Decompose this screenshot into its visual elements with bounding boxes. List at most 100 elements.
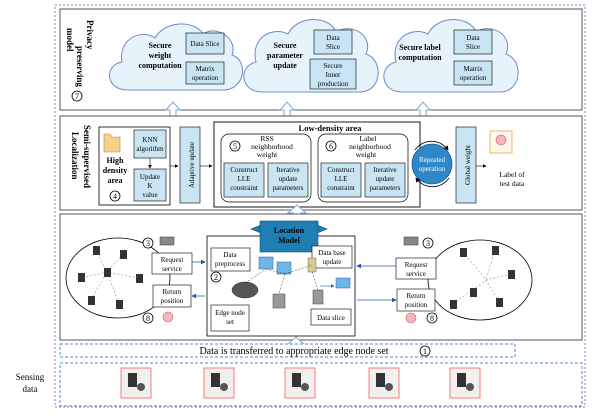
- rss-construct-box: [223, 162, 265, 198]
- left-step-8-badge: [142, 312, 154, 324]
- location-model-2: Model: [278, 236, 301, 245]
- phone-icon-2: [211, 373, 220, 387]
- label-b1-2: LLE: [335, 175, 348, 183]
- sensing-device-5: [449, 367, 481, 399]
- edge-links: [244, 264, 319, 295]
- label-title-3: weight: [356, 150, 377, 159]
- right-link-3: [485, 273, 512, 281]
- left-link-2: [106, 253, 124, 273]
- certificate-seal-icon: [495, 134, 507, 146]
- cloud-2-title-3: update: [273, 61, 297, 70]
- right-link-4: [485, 279, 500, 303]
- edge-link-2: [244, 268, 267, 284]
- ssl-section: Semi-supervised Localization High densit…: [59, 115, 583, 211]
- right-device-4-icon: [470, 288, 477, 297]
- rss-b2-2: update: [279, 175, 298, 183]
- right-step-3-number: 3: [426, 239, 430, 248]
- sensing-label-1: Sensing: [16, 372, 45, 382]
- database-update-box: [311, 245, 353, 269]
- left-device-7-icon: [136, 274, 143, 283]
- edge-link-5: [311, 271, 319, 291]
- up-arrows-top: [164, 101, 432, 120]
- cloud-1-box-2: [185, 61, 225, 85]
- sensing-device-2: [203, 367, 235, 399]
- knn-line-1: KNN: [142, 136, 157, 144]
- right-badge-icon: [405, 312, 417, 324]
- sensing-device-1: [120, 367, 152, 399]
- adaptive-update-box: [179, 126, 201, 204]
- privacy-label-2: preserving: [75, 46, 85, 87]
- left-device-6-icon: [116, 300, 123, 309]
- right-request-1: Request: [405, 261, 428, 269]
- knn-box: [133, 129, 167, 159]
- left-router-icon: [159, 236, 175, 246]
- cloud-2-title-1: Secure: [274, 41, 297, 50]
- repeated-operation-circle: [411, 143, 453, 185]
- label-b2-1: Iterative: [373, 166, 396, 174]
- step-2-badge: [210, 271, 222, 283]
- database-update-2: update: [323, 258, 342, 266]
- right-request-box: [395, 257, 437, 280]
- left-device-4-icon: [104, 268, 111, 277]
- left-step-3-number: 3: [146, 239, 150, 248]
- edge-node-set-box: [210, 304, 250, 332]
- cloud-3-title-2: computation: [398, 53, 442, 62]
- left-link-3: [81, 271, 108, 279]
- data-preprocess-2: preprocess: [215, 260, 245, 268]
- sensing-device-4: [368, 367, 400, 399]
- transfer-text: Data is transferred to appropriate edge …: [199, 346, 388, 357]
- hand-icon-4: [385, 383, 393, 391]
- rss-b1-2: LLE: [238, 175, 251, 183]
- left-link-1: [95, 249, 108, 273]
- right-step-8-number: 8: [430, 314, 434, 323]
- data-preprocess-1: Data: [223, 251, 237, 259]
- left-link-5: [106, 271, 120, 305]
- cloud-secure-label: Secure label computation Data Slice Matr…: [383, 19, 519, 93]
- left-links: [81, 249, 140, 305]
- cloud-2-box-2-line-2: Inner: [326, 71, 341, 79]
- update-k-box: [133, 168, 167, 202]
- step-4-number: 4: [113, 192, 117, 201]
- cycle-arrow-bottom-icon: [415, 177, 450, 188]
- phone-icon-4: [376, 373, 385, 387]
- cloud-secure-weight: Secure weight computation Data Slice Mat…: [109, 23, 244, 91]
- ssl-label-2: Localization: [70, 132, 80, 180]
- right-device-6-icon: [450, 300, 457, 309]
- laptop-icon: [335, 277, 351, 289]
- right-step-8-badge: [426, 312, 438, 324]
- label-title-1: Label: [359, 134, 376, 143]
- right-return-1: Return: [406, 292, 426, 300]
- step-4-badge: [109, 190, 121, 202]
- cloud-2-title-2: parameter: [267, 51, 303, 60]
- cloud-3-box-2-line-2: operation: [460, 74, 487, 82]
- pc-icon-1: [272, 293, 286, 309]
- edge-section: 3 Request service Return position 8 Loca…: [59, 213, 583, 341]
- step-1-badge: [419, 345, 431, 357]
- phone-icon-3: [292, 373, 301, 387]
- edge-node-set-1: Edge node: [215, 309, 245, 317]
- ssl-label-1: Semi-supervised: [82, 125, 92, 188]
- label-title-2: neighborhood: [349, 142, 391, 151]
- router-icon: [231, 281, 259, 299]
- cloud-2-box-1-line-2: Slice: [326, 43, 340, 51]
- pc-icon-2: [312, 289, 324, 305]
- left-device-1-icon: [93, 246, 100, 255]
- right-network-ellipse: [427, 239, 533, 321]
- cloud-3-box-1-line-1: Data: [466, 34, 480, 42]
- left-link-4: [90, 271, 108, 301]
- left-badge-icon: [162, 311, 174, 323]
- transfer-bar: [59, 343, 516, 358]
- hand-icon-2: [220, 383, 228, 391]
- left-request-1: Request: [161, 256, 184, 264]
- step-7-number: 7: [75, 92, 79, 101]
- phone-icon-1: [128, 373, 137, 387]
- label-b2-3: parameters: [370, 184, 401, 192]
- low-density-title: Low-density area: [299, 123, 363, 133]
- rss-title-3: weight: [257, 150, 278, 159]
- cycle-arrow-top-icon: [414, 140, 449, 151]
- cloud-2-box-1-line-1: Data: [326, 34, 340, 42]
- update-k-line-3: value: [142, 191, 157, 199]
- rss-iterative-box: [267, 162, 309, 198]
- right-links: [452, 249, 512, 305]
- rss-b2-3: parameters: [273, 184, 304, 192]
